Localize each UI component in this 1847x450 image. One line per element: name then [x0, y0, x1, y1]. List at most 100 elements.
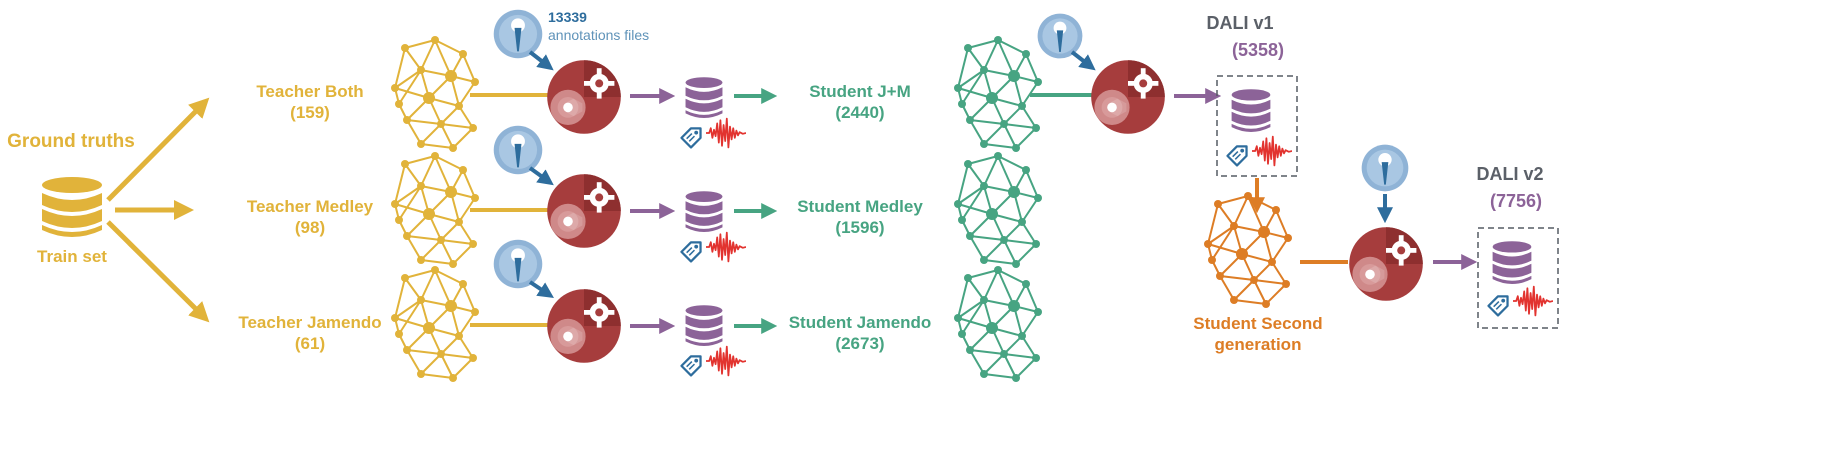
- network-edge: [967, 269, 999, 279]
- network-node: [980, 370, 988, 378]
- network-edge: [983, 269, 999, 301]
- network-node: [958, 330, 966, 338]
- network-edge: [957, 69, 985, 89]
- network-edge: [1021, 105, 1037, 129]
- network-node: [471, 308, 479, 316]
- network-edge: [997, 269, 1027, 285]
- network-node: [1272, 206, 1280, 214]
- network-edge: [404, 269, 436, 279]
- network-node: [417, 182, 425, 190]
- network-edge: [1021, 311, 1039, 337]
- student-jamendo-network-icon: [954, 266, 1042, 382]
- network-edge: [1003, 353, 1037, 359]
- teacher-both-label: Teacher Both(159): [256, 82, 364, 123]
- tag-icon: [1226, 145, 1248, 167]
- network-node: [471, 194, 479, 202]
- network-node: [1032, 354, 1040, 362]
- network-node: [395, 100, 403, 108]
- ground-truth-arrows: [106, 97, 210, 323]
- network-node: [986, 322, 998, 334]
- network-node: [986, 92, 998, 104]
- network-edge: [997, 269, 1015, 307]
- network-edge: [983, 353, 1005, 375]
- network-node: [1018, 102, 1026, 110]
- network-edge: [1211, 225, 1235, 261]
- dali-v2-title: DALI v2: [1476, 164, 1544, 184]
- network-edge: [983, 143, 1017, 149]
- network-node: [1262, 300, 1270, 308]
- network-edge: [997, 155, 1015, 193]
- network-node: [401, 274, 409, 282]
- network-edge: [1025, 53, 1039, 83]
- pin-icon: [493, 9, 543, 59]
- network-edge: [434, 155, 464, 171]
- network-node: [1022, 166, 1030, 174]
- network-node: [423, 208, 435, 220]
- ground-truths-title: Ground truths: [7, 131, 135, 152]
- network-node: [954, 200, 962, 208]
- network-node: [431, 266, 439, 274]
- network-node: [403, 232, 411, 240]
- network-node: [964, 274, 972, 282]
- network-edge: [420, 155, 436, 187]
- network-node: [417, 140, 425, 148]
- network-node: [966, 346, 974, 354]
- network-edge: [394, 277, 406, 319]
- network-node: [1230, 222, 1238, 230]
- network-node: [1000, 236, 1008, 244]
- network-node: [1034, 308, 1042, 316]
- network-edge: [957, 185, 985, 205]
- network-edge: [983, 155, 999, 187]
- pin-arrow: [528, 50, 554, 71]
- tag-icon: [680, 355, 702, 377]
- audio-wave-icon: [706, 117, 746, 149]
- network-edge: [997, 155, 1027, 171]
- network-node: [395, 216, 403, 224]
- network-edge: [434, 39, 452, 77]
- network-edge: [458, 105, 474, 129]
- network-edge: [967, 47, 985, 71]
- network-node: [423, 92, 435, 104]
- network-edge: [420, 259, 454, 265]
- network-node: [449, 144, 457, 152]
- network-node: [401, 44, 409, 52]
- tag-icon: [680, 127, 702, 149]
- gear-icon: [1091, 60, 1165, 134]
- network-edge: [983, 123, 1005, 145]
- network-edge: [434, 269, 464, 285]
- network-edge: [967, 39, 999, 49]
- network-edge: [394, 185, 422, 205]
- student-jm-network-icon: [954, 36, 1042, 152]
- network-edge: [1217, 203, 1235, 227]
- second-generation-network-icon: [1204, 192, 1292, 308]
- network-edge: [967, 277, 985, 301]
- network-node: [469, 124, 477, 132]
- network-node: [954, 84, 962, 92]
- network-edge: [398, 185, 422, 221]
- network-edge: [957, 163, 969, 205]
- network-edge: [406, 235, 442, 241]
- network-node: [1216, 272, 1224, 280]
- network-node: [469, 354, 477, 362]
- network-node: [395, 330, 403, 338]
- network-edge: [398, 299, 422, 335]
- network-edge: [1219, 275, 1235, 301]
- network-node: [459, 50, 467, 58]
- network-edge: [404, 155, 436, 165]
- network-node: [1230, 296, 1238, 304]
- network-edge: [440, 221, 460, 241]
- network-edge: [406, 119, 422, 145]
- network-node: [1214, 200, 1222, 208]
- network-edge: [404, 277, 422, 301]
- network-node: [1204, 240, 1212, 248]
- network-edge: [394, 163, 406, 205]
- student-jamendo-label: Student Jamendo(2673): [788, 313, 932, 354]
- pin-arrow: [528, 280, 554, 298]
- network-node: [1034, 78, 1042, 86]
- network-node: [459, 280, 467, 288]
- network-edge: [462, 169, 476, 199]
- network-edge: [434, 155, 452, 193]
- network-node: [1012, 260, 1020, 268]
- network-edge: [967, 163, 985, 187]
- database-icon: [685, 305, 723, 346]
